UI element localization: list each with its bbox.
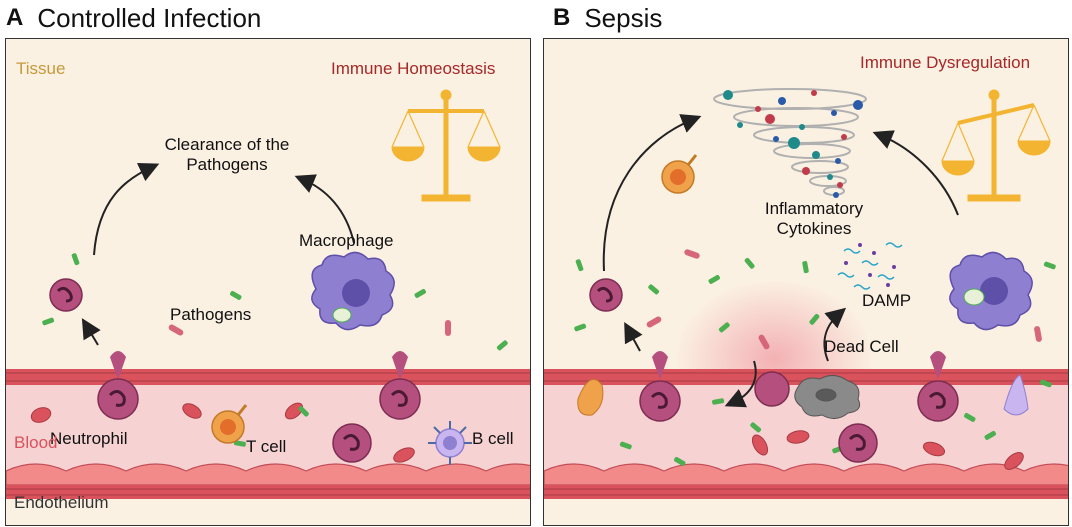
panel-b-title: Sepsis — [584, 2, 663, 33]
endothelium-label: Endothelium — [14, 493, 109, 512]
b-cell-label: B cell — [472, 429, 514, 448]
macrophage-label: Macrophage — [299, 231, 394, 250]
dead-cell-label: Dead Cell — [824, 337, 899, 356]
pathogens-label: Pathogens — [170, 305, 252, 324]
inflammatory-cytokines-label: Inflammatory Cytokines — [734, 199, 894, 239]
neutrophil-transmigrating-sepsis-2 — [917, 351, 959, 422]
immune-dysregulation-label: Immune Dysregulation — [860, 53, 1031, 72]
neutrophil-transmigrating-2 — [379, 351, 421, 420]
cytokines-line-1: Inflammatory — [764, 199, 864, 218]
neutrophil-tissue-sepsis — [589, 278, 623, 312]
panel-b-illustration — [544, 88, 1068, 499]
b-cell-wall-sepsis — [1003, 374, 1029, 416]
panel-b-header: B Sepsis — [553, 0, 662, 36]
panel-a-header: A Controlled Infection — [6, 0, 261, 36]
blood-label: Blood — [14, 433, 58, 452]
red-blood-cells — [30, 402, 415, 463]
clearance-line-2: Pathogens — [186, 155, 268, 174]
tissue-label: Tissue — [16, 59, 66, 78]
panel-a-illustration — [6, 89, 530, 499]
t-cell-wall-sepsis — [577, 378, 604, 416]
panel-a-letter: A — [6, 4, 24, 31]
neutrophil-label: Neutrophil — [50, 429, 128, 448]
red-blood-cells-sepsis — [751, 430, 1024, 470]
blood-vessel — [6, 369, 530, 499]
pathogens-sepsis — [574, 249, 1056, 466]
panel-b-letter: B — [553, 4, 571, 31]
macrophage-sepsis — [949, 251, 1033, 331]
b-cell — [428, 421, 472, 465]
damp-label: DAMP — [862, 291, 912, 310]
t-cell-label: T cell — [246, 437, 287, 456]
dead-cell — [794, 375, 861, 419]
immune-homeostasis-label: Immune Homeostasis — [331, 59, 496, 78]
neutrophil-transmigrating-sepsis-1 — [639, 351, 681, 422]
pathogens — [42, 253, 508, 447]
clearance-line-1: Clearance of the — [164, 135, 290, 154]
cytokines-line-2: Cytokines — [776, 219, 852, 238]
neutrophil-blood — [332, 423, 372, 463]
t-cell-tissue-sepsis — [661, 154, 698, 194]
clearance-label: Clearance of the Pathogens — [152, 135, 302, 175]
neutrophil-tissue — [49, 278, 83, 312]
t-cell — [211, 404, 248, 444]
cytokine-dots — [723, 90, 863, 198]
neutrophil-blood-sepsis — [754, 371, 878, 463]
balance-scale-tilted-icon — [941, 89, 1051, 202]
panel-controlled-infection: Tissue Immune Homeostasis Clearance of t… — [5, 38, 531, 526]
macrophage — [311, 251, 395, 331]
panel-a-title: Controlled Infection — [37, 2, 262, 33]
neutrophil-transmigrating — [97, 351, 139, 420]
damp-particles — [837, 242, 903, 290]
balance-scale-icon — [391, 89, 501, 202]
panel-sepsis: Immune Dysregulation Inflammatory Cytoki… — [543, 38, 1069, 526]
damp-dots — [844, 243, 896, 287]
